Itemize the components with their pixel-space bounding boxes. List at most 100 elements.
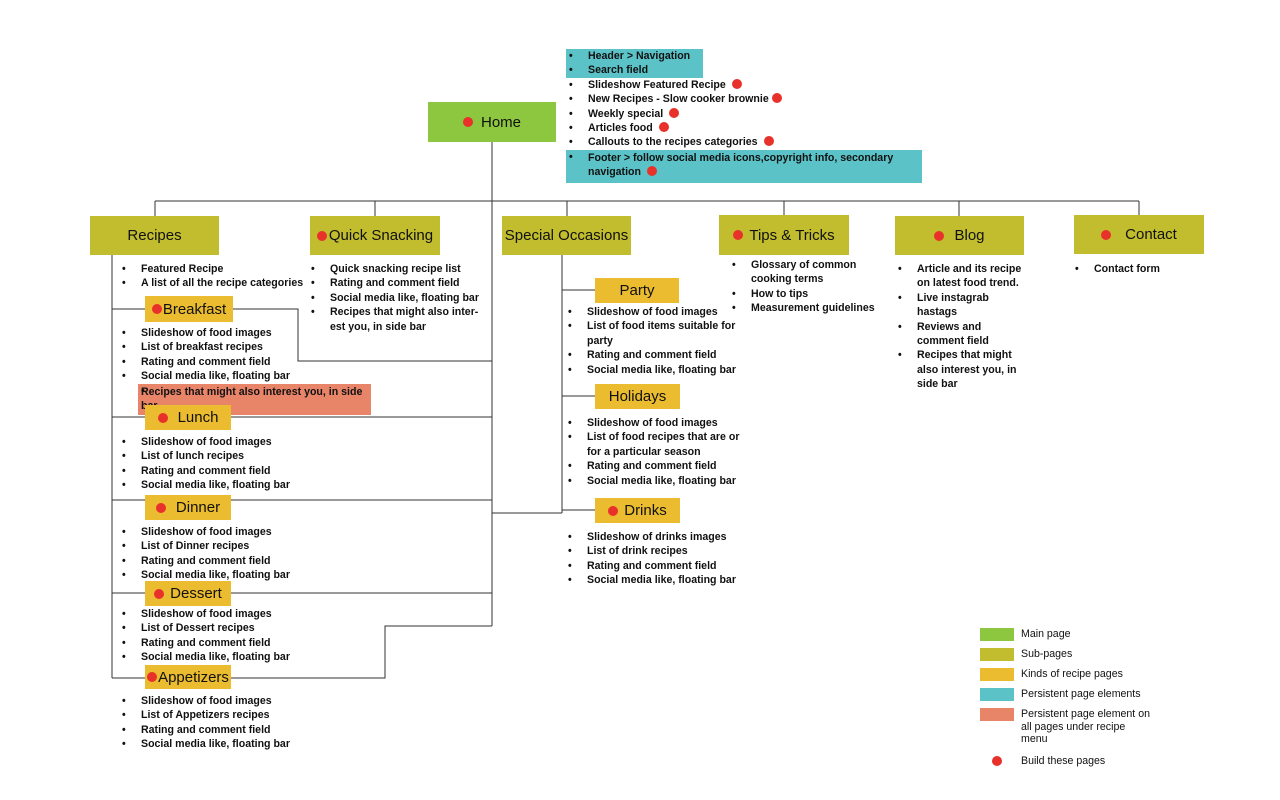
list-item: Slideshow of drinks images — [565, 530, 765, 545]
party-items-list: Slideshow of food images List of food it… — [565, 305, 745, 377]
breakfast-items-list: Slideshow of food images List of breakfa… — [119, 326, 399, 416]
build-dot-icon — [934, 230, 945, 241]
build-dot-icon — [658, 122, 669, 133]
list-item: List of drink recipes — [565, 544, 765, 559]
list-item: Social media like, floating bar — [119, 650, 379, 665]
contact-label: Contact — [1125, 226, 1177, 243]
build-dot-icon — [646, 166, 657, 177]
list-item: List of Dinner recipes — [119, 539, 379, 554]
legend: Main page Sub-pages Kinds of recipe page… — [980, 626, 1180, 776]
list-item: List of food recipes that are or for a p… — [565, 430, 745, 459]
recipes-page-box[interactable]: Recipes — [90, 216, 219, 255]
build-dot-icon — [462, 117, 473, 127]
dinner-items-list: Slideshow of food images List of Dinner … — [119, 525, 379, 583]
lunch-page-box[interactable]: Lunch — [145, 405, 231, 430]
list-item: Slideshow of food images — [119, 435, 379, 450]
home-label: Home — [480, 113, 521, 131]
home-item: Footer > follow social media icons,copyr… — [566, 149, 922, 183]
list-item: Social media like, floating bar — [565, 363, 745, 378]
party-label: Party — [619, 282, 655, 299]
lunch-items-list: Slideshow of food images List of lunch r… — [119, 435, 379, 493]
appetizers-page-box[interactable]: Appetizers — [145, 665, 231, 689]
list-item: Recipes that might also interest you, in… — [895, 348, 1035, 391]
tips-tricks-label: Tips & Tricks — [749, 226, 835, 244]
connector — [227, 625, 492, 679]
home-item: New Recipes - Slow cooker brownie — [566, 92, 926, 107]
legend-swatch-persistent — [980, 688, 1014, 701]
party-page-box[interactable]: Party — [595, 278, 679, 303]
dinner-page-box[interactable]: Dinner — [145, 495, 231, 520]
lunch-label: Lunch — [177, 409, 219, 426]
list-item: Social media like, floating bar — [565, 474, 745, 489]
breakfast-label: Breakfast — [162, 300, 227, 318]
legend-swatch-main — [980, 628, 1014, 641]
list-item: Rating and comment field — [119, 554, 379, 569]
list-item: Rating and comment field — [119, 723, 379, 738]
legend-label-sub: Sub-pages — [1021, 648, 1073, 660]
tips-tricks-page-box[interactable]: Tips & Tricks — [719, 215, 849, 255]
connector — [154, 201, 1140, 216]
dessert-label: Dessert — [170, 585, 222, 602]
list-item: Slideshow of food images — [119, 607, 379, 622]
home-page-box[interactable]: Home — [428, 102, 556, 142]
holidays-page-box[interactable]: Holidays — [595, 384, 680, 409]
list-item: Rating and comment field — [565, 459, 745, 474]
blog-page-box[interactable]: Blog — [895, 216, 1024, 255]
list-item: Rating and comment field — [119, 355, 399, 370]
drinks-page-box[interactable]: Drinks — [595, 498, 680, 523]
legend-label-persistent-recipe: Persistent page element on all pages und… — [1021, 708, 1150, 745]
recipes-items-list: Featured Recipe A list of all the recipe… — [119, 262, 319, 291]
quick-snacking-items-list: Quick snacking recipe list Rating and co… — [308, 262, 488, 334]
connector — [112, 308, 145, 679]
breakfast-page-box[interactable]: Breakfast — [145, 296, 233, 322]
list-item: List of breakfast recipes — [119, 340, 399, 355]
list-item: Featured Recipe — [119, 262, 319, 277]
build-dot-icon — [771, 93, 782, 104]
list-item: Slideshow of food images — [565, 305, 745, 320]
list-item: Rating and comment field — [119, 636, 379, 651]
dessert-page-box[interactable]: Dessert — [145, 581, 231, 606]
recipes-label: Recipes — [127, 227, 182, 244]
home-item: Articles food — [566, 121, 926, 136]
drinks-items-list: Slideshow of drinks images List of drink… — [565, 530, 765, 588]
list-item: Social media like, floating bar — [565, 573, 765, 588]
list-item: Rating and comment field — [119, 464, 379, 479]
build-dot-icon — [1101, 229, 1112, 240]
home-item: Slideshow Featured Recipe — [566, 78, 926, 93]
quick-snacking-page-box[interactable]: Quick Snacking — [310, 216, 440, 255]
list-item: Reviews and comment field — [895, 320, 1035, 349]
list-item: Recipes that might also interest you, in… — [138, 383, 371, 416]
list-item: Article and its recipe on latest food tr… — [895, 262, 1035, 291]
build-dot-icon — [669, 107, 680, 118]
drinks-label: Drinks — [624, 502, 667, 519]
list-item: Measurement guidelines — [729, 301, 889, 316]
appetizers-items-list: Slideshow of food images List of Appetiz… — [119, 694, 379, 752]
list-item: List of lunch recipes — [119, 449, 379, 464]
build-dot-icon — [992, 756, 1002, 766]
special-occasions-page-box[interactable]: Special Occasions — [502, 216, 631, 255]
contact-page-box[interactable]: Contact — [1074, 215, 1204, 254]
build-dot-icon — [316, 230, 327, 241]
list-item: Slideshow of food images — [119, 525, 379, 540]
build-dot-icon — [155, 502, 166, 513]
home-item: Callouts to the recipes categories — [566, 135, 926, 150]
list-item: Rating and comment field — [565, 348, 745, 363]
list-item: Social media like, floating bar — [119, 478, 379, 493]
appetizers-label: Appetizers — [158, 668, 229, 686]
quick-snacking-label: Quick Snacking — [328, 227, 434, 244]
legend-swatch-sub — [980, 648, 1014, 661]
legend-label-main: Main page — [1021, 628, 1071, 640]
contact-items-list: Contact form — [1072, 262, 1212, 277]
build-dot-icon — [731, 78, 742, 89]
list-item: Slideshow of food images — [565, 416, 745, 431]
dessert-items-list: Slideshow of food images List of Dessert… — [119, 607, 379, 665]
list-item: Quick snacking recipe list — [308, 262, 488, 277]
special-occasions-label: Special Occasions — [504, 227, 629, 244]
home-item: Weekly special — [566, 107, 926, 121]
list-item: Contact form — [1072, 262, 1212, 277]
build-dot-icon — [154, 588, 165, 599]
build-dot-icon — [608, 505, 619, 516]
list-item: Slideshow of food images — [119, 326, 399, 341]
list-item: List of Dessert recipes — [119, 621, 379, 636]
